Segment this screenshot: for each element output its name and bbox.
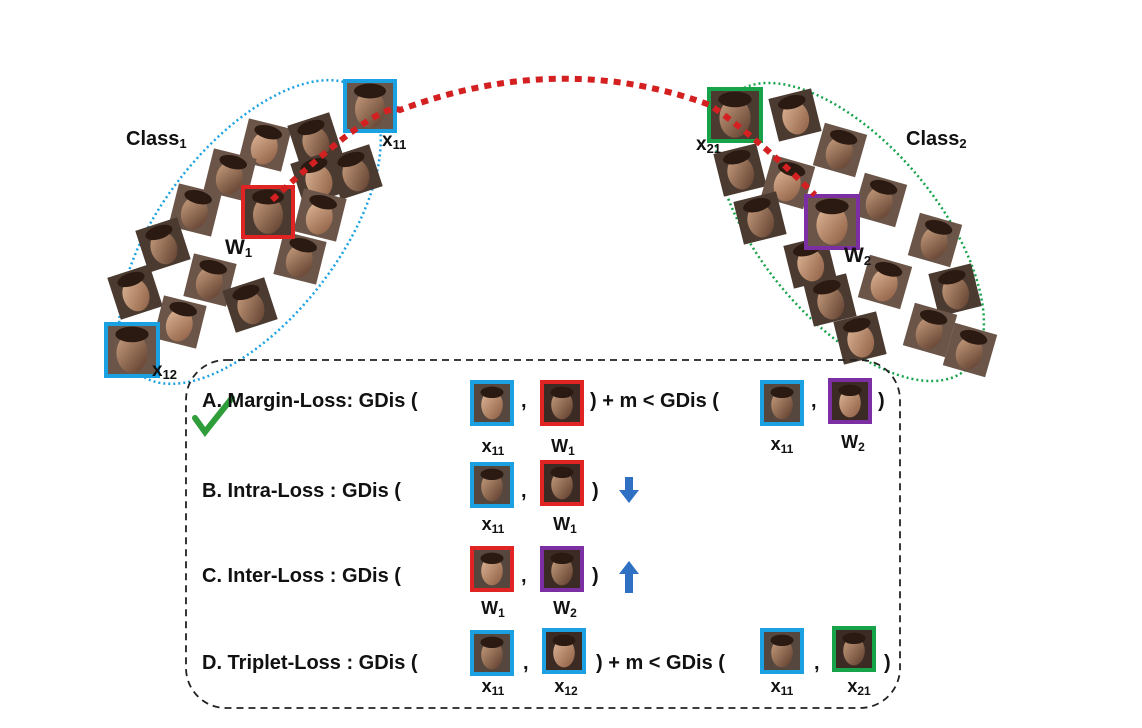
face-thumbnail — [474, 466, 510, 504]
eq-b-cap-2: W1 — [553, 514, 577, 536]
eq-d-x11-image — [470, 630, 514, 676]
class1-label: Class1 — [126, 128, 187, 151]
highlighted-face — [343, 79, 397, 133]
class1-faces — [104, 79, 397, 378]
eq-b-comma: , — [521, 480, 527, 502]
face-tile — [902, 302, 958, 358]
eq-d-cap-3: x11 — [770, 676, 794, 698]
face-thumbnail — [764, 384, 800, 422]
eq-c-w2-image — [540, 546, 584, 592]
w2-label: W2 — [844, 244, 872, 268]
face-tile — [713, 143, 767, 197]
eq-a-x11b-image — [760, 380, 804, 426]
loss-box — [185, 359, 901, 709]
w1-label: W1 — [225, 236, 253, 260]
face-thumbnail — [474, 634, 510, 672]
face-tile — [135, 217, 191, 273]
highlighted-face — [104, 322, 160, 378]
face-tile — [327, 144, 383, 200]
x12-label: x12 — [152, 360, 178, 382]
highlighted-face — [804, 194, 860, 250]
eq-d-prefix: D. Triplet-Loss : GDis ( — [202, 652, 418, 674]
eq-a-comma: , — [521, 390, 527, 412]
face-thumbnail — [544, 384, 580, 422]
face-tile — [153, 295, 207, 349]
face-thumbnail — [544, 464, 580, 502]
x21-label: x21 — [696, 134, 722, 156]
face-tile — [857, 254, 913, 310]
eq-c-cap-2: W2 — [553, 598, 577, 620]
face-tile — [107, 264, 163, 320]
highlighted-face — [241, 185, 295, 239]
eq-a-cap-2: W1 — [551, 436, 575, 458]
face-tile — [273, 231, 327, 285]
eq-a-comma2: , — [811, 390, 817, 412]
x11-label: x11 — [382, 130, 407, 152]
face-tile — [907, 212, 963, 268]
inter-class-arc — [269, 75, 818, 203]
eq-d-x11b-image — [760, 628, 804, 674]
face-tile — [222, 277, 278, 333]
arrow-up-icon — [619, 561, 639, 593]
eq-c-w1-image — [470, 546, 514, 592]
arrow-down-icon — [619, 477, 639, 503]
face-thumbnail — [836, 630, 872, 668]
eq-b-x11-image — [470, 462, 514, 508]
face-thumbnail — [832, 382, 868, 420]
eq-a-x11-image — [470, 380, 514, 426]
face-thumbnail — [544, 550, 580, 588]
eq-d-comma: , — [523, 652, 529, 674]
class2-faces — [707, 87, 998, 378]
eq-c-prefix: C. Inter-Loss : GDis ( — [202, 565, 401, 587]
eq-d-cap-1: x11 — [481, 676, 505, 698]
face-tile — [812, 122, 868, 178]
eq-a-cap-4: W2 — [841, 432, 865, 454]
face-tile — [942, 322, 998, 378]
face-tile — [768, 88, 822, 142]
eq-c-close: ) — [592, 565, 599, 587]
eq-c-comma: , — [521, 565, 527, 587]
eq-d-x21-image — [832, 626, 876, 672]
eq-a-cap-3: x11 — [770, 434, 794, 456]
face-tile — [833, 311, 887, 365]
eq-d-comma2: , — [814, 652, 820, 674]
face-tile — [168, 183, 222, 237]
eq-a-cap-1: x11 — [481, 436, 505, 458]
eq-d-cap-2: x12 — [554, 676, 578, 698]
eq-c-cap-1: W1 — [481, 598, 505, 620]
eq-d-x12-image — [542, 628, 586, 674]
highlighted-face — [707, 87, 763, 143]
face-tile — [733, 191, 787, 245]
face-thumbnail — [474, 550, 510, 588]
face-thumbnail — [474, 384, 510, 422]
face-tile — [928, 263, 982, 317]
eq-b-close: ) — [592, 480, 599, 502]
face-thumbnail — [546, 632, 582, 670]
eq-a-w2-image — [828, 378, 872, 424]
eq-b-cap-1: x11 — [481, 514, 505, 536]
face-thumbnail — [764, 632, 800, 670]
eq-a-mid: ) + m < GDis ( — [590, 390, 719, 412]
face-tile — [293, 188, 347, 242]
eq-d-close: ) — [884, 652, 891, 674]
eq-b-prefix: B. Intra-Loss : GDis ( — [202, 480, 401, 502]
class2-label: Class2 — [906, 128, 967, 151]
eq-a-w1-image — [540, 380, 584, 426]
eq-a-close: ) — [878, 390, 885, 412]
eq-b-w1-image — [540, 460, 584, 506]
eq-d-cap-4: x21 — [847, 676, 871, 698]
face-tile — [803, 273, 857, 327]
check-icon — [192, 395, 235, 437]
eq-a-prefix: A. Margin-Loss: GDis ( — [202, 390, 418, 412]
face-tile — [852, 172, 908, 228]
eq-d-mid: ) + m < GDis ( — [596, 652, 725, 674]
